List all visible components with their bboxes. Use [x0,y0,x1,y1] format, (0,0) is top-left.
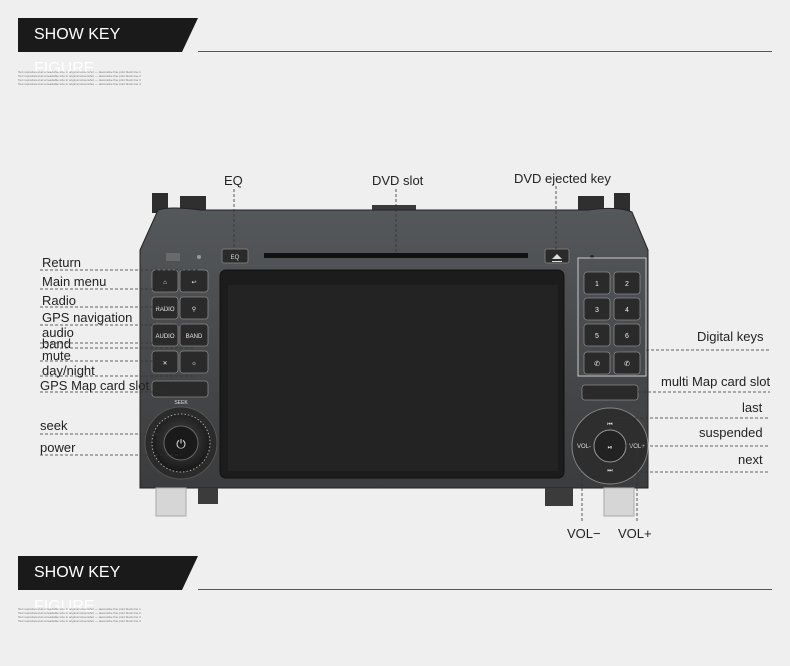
banner-rule [198,589,772,590]
right-buttons [581,271,641,401]
bottom-tab [155,487,187,517]
callout-power: power [40,440,76,455]
callout-return: Return [42,255,82,270]
bottom-tab [198,488,218,504]
mute-icon: ✕ [162,361,167,367]
call-icon: ✆ [594,360,600,368]
callout-gps-nav: GPS navigation [42,310,133,325]
digital-keys-frame [577,257,647,377]
svg-text:2: 2 [625,281,629,288]
dvd-slot [264,253,528,258]
callout-last: last [742,400,763,415]
svg-text:6: 6 [625,333,629,340]
power-button [163,425,199,461]
return-icon: ↩ [191,280,196,286]
power-icon: ⏻ [176,437,186,451]
callout-next: next [738,452,763,467]
fine-print-top: Text reproduced at unreadable size in or… [18,70,558,86]
svg-text:5: 5 [595,333,599,340]
svg-text:4: 4 [625,307,629,314]
banner-rule [198,51,772,52]
eject-icon [552,254,562,262]
callout-vol-minus: VOL− [567,526,601,541]
svg-text:3: 3 [595,307,599,314]
fine-line: Text reproduced at unreadable size in or… [18,619,141,623]
radio-button-label: RADIO [155,307,174,313]
fine-line: Text reproduced at unreadable size in or… [18,607,141,611]
fine-line: Text reproduced at unreadable size in or… [18,611,141,615]
eq-button-label: EQ [231,255,240,261]
callout-dvd-slot: DVD slot [372,173,424,188]
callout-day-night: day/night [42,363,95,378]
svg-text:1: 1 [595,281,599,288]
callout-eq: EQ [224,173,243,188]
callout-vol-plus: VOL+ [618,526,652,541]
play-pause-icon: ⏯ [608,445,613,451]
banner-title: SHOW KEY FIGURE [18,556,198,615]
next-icon: ⏭ [607,468,613,474]
callout-dvd-eject: DVD ejected key [514,171,611,186]
fine-line: Text reproduced at unreadable size in or… [18,74,141,78]
ir-window [166,253,180,261]
seek-label: SEEK [174,400,188,406]
callout-multi-card: multi Map card slot [661,374,771,389]
hangup-icon: ✆ [624,360,630,368]
vol-plus-button-label: VOL+ [629,444,645,450]
callout-mute: mute [42,348,71,363]
mount-bracket [180,196,206,210]
left-buttons [151,269,209,398]
eq-button [221,248,249,264]
mic-hole [197,255,201,259]
callout-audio: audio [42,325,74,340]
callout-lines [40,186,770,522]
day-night-icon: ☼ [191,361,197,367]
fine-line: Text reproduced at unreadable size in or… [18,78,141,82]
banner-title: SHOW KEY FIGURE [18,18,198,77]
bottom-tab [603,487,635,517]
fine-line: Text reproduced at unreadable size in or… [18,615,141,619]
callout-gps-card: GPS Map card slot [40,378,150,393]
callout-radio: Radio [42,293,76,308]
callout-digital-keys: Digital keys [697,329,764,344]
fine-line: Text reproduced at unreadable size in or… [18,70,141,74]
gps-pin-icon: ⚲ [192,306,196,313]
display-screen [228,285,558,471]
callout-band: band [42,336,71,351]
digit-labels: 1 2 3 4 5 6 ✆ ✆ [594,281,630,368]
fine-line: Text reproduced at unreadable size in or… [18,82,141,86]
callout-main-menu: Main menu [42,274,107,289]
mount-bracket [578,196,604,210]
prev-icon: ⏮ [607,422,613,428]
section-banner-top: SHOW KEY FIGURE [18,18,772,77]
callout-suspended: suspended [699,425,763,440]
band-button-label: BAND [186,334,203,340]
fine-print-bottom: Text reproduced at unreadable size in or… [18,607,558,623]
callout-seek: seek [40,418,68,433]
bottom-tab [545,488,573,506]
vol-minus-button-label: VOL- [577,444,591,450]
audio-button-label: AUDIO [155,334,174,340]
home-icon: ⌂ [163,280,167,286]
section-banner-bottom: SHOW KEY FIGURE [18,556,772,615]
